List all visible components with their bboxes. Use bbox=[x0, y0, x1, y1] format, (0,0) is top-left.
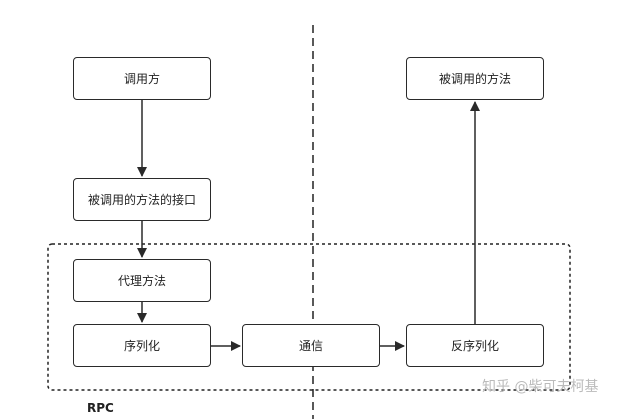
caller-node: 调用方 bbox=[73, 57, 211, 100]
deserialize-node: 反序列化 bbox=[406, 324, 544, 367]
proxy-method-label: 代理方法 bbox=[117, 274, 166, 288]
communication-node: 通信 bbox=[242, 324, 380, 367]
rpc-boundary bbox=[47, 243, 571, 391]
serialize-node: 序列化 bbox=[73, 324, 211, 367]
watermark: 知乎 @柴可夫柯基 bbox=[482, 379, 599, 395]
interface-node: 被调用的方法的接口 bbox=[73, 178, 211, 221]
interface-label: 被调用的方法的接口 bbox=[87, 193, 196, 207]
proxy-method-node: 代理方法 bbox=[73, 259, 211, 302]
rpc-label: RPC bbox=[87, 401, 114, 415]
callee-label: 被调用的方法 bbox=[438, 72, 511, 86]
callee-node: 被调用的方法 bbox=[406, 57, 544, 100]
caller-label: 调用方 bbox=[123, 72, 160, 86]
communication-label: 通信 bbox=[298, 339, 323, 353]
serialize-label: 序列化 bbox=[123, 339, 160, 353]
deserialize-label: 反序列化 bbox=[450, 339, 499, 353]
